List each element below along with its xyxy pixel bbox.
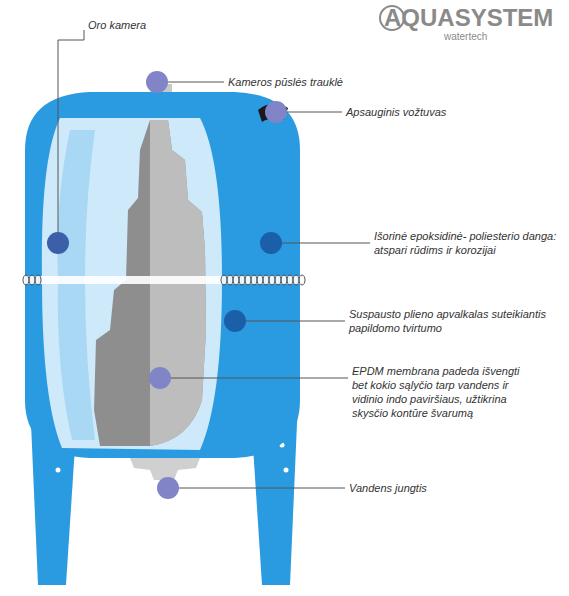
part-label: Vandens jungtis xyxy=(349,481,427,495)
logo-subtext: watertech xyxy=(444,31,487,43)
water-connection xyxy=(130,458,200,480)
clamp-rings xyxy=(23,275,305,285)
leader-lines xyxy=(58,30,370,488)
clamp-band xyxy=(22,276,302,284)
logo-text: AQUASYSTEM xyxy=(384,5,553,31)
callout-dots xyxy=(47,71,287,499)
part-label: Oro kamera xyxy=(88,18,146,32)
part-label: Išorinė epoksidinė- poliesterio danga: a… xyxy=(374,229,559,257)
part-label: EPDM membrana padeda išvengti bet kokio … xyxy=(352,364,524,420)
tank-body xyxy=(25,92,300,458)
part-label: Kameros pūslės trauklė xyxy=(228,75,343,89)
part-label: Suspausto plieno apvalkalas suteikiantis… xyxy=(349,307,549,335)
part-label: Apsauginis vožtuvas xyxy=(346,105,446,119)
